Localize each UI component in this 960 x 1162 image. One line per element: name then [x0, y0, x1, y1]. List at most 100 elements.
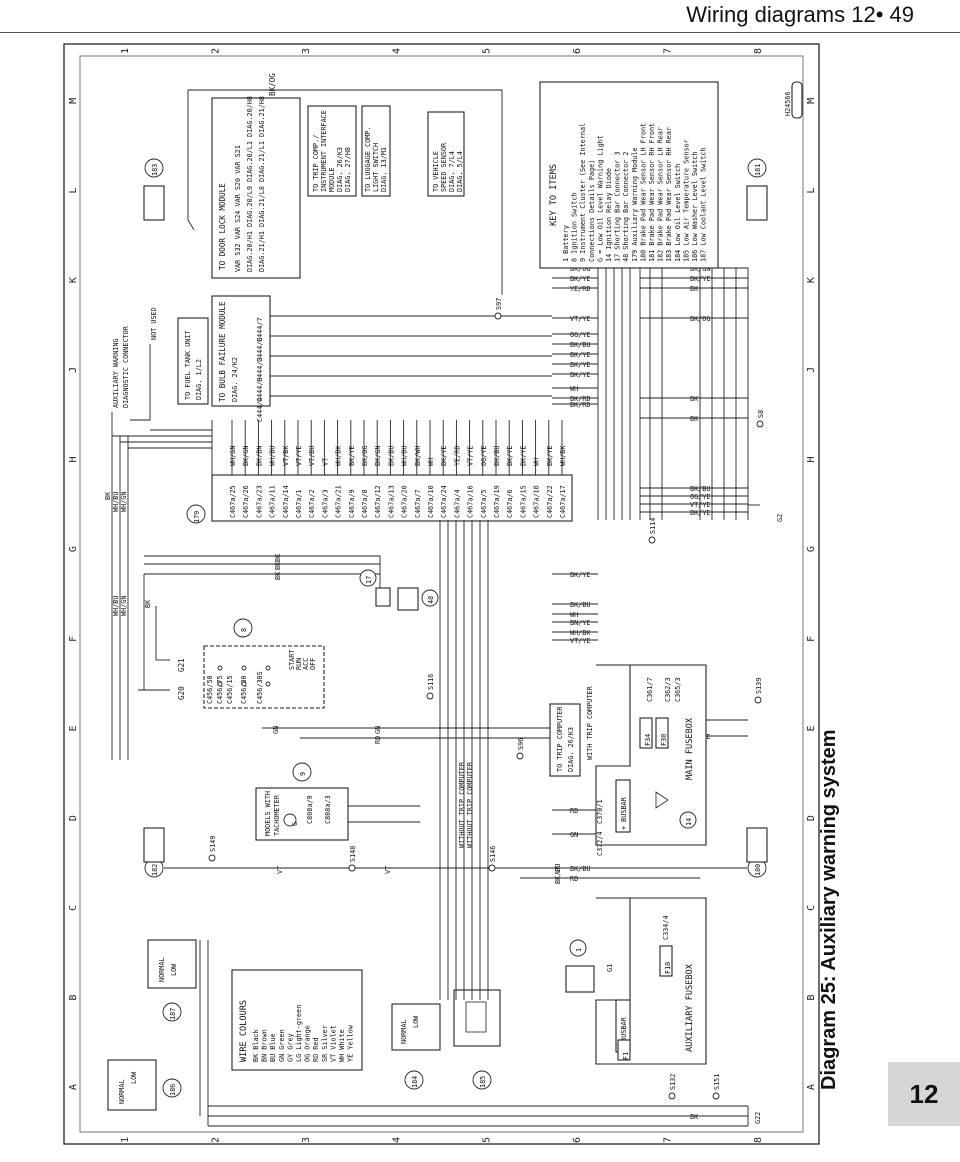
right-wire-label: RD: [570, 875, 578, 883]
wire-colour-item: BK Black: [252, 1029, 260, 1062]
grid-row-label-right: E: [806, 725, 817, 731]
wire-colour-item: VT Violet: [329, 1025, 337, 1062]
ignition-position: START: [288, 650, 296, 670]
right-wire-label: BK/OG: [570, 265, 590, 273]
aux-module-pin: C467a/24: [440, 485, 448, 518]
trip-iface-line: MODULE: [328, 167, 336, 192]
top-bus-wire: BK/OG: [187, 73, 503, 295]
grid-column-label-top: 8: [753, 48, 764, 54]
right-wire-label: VT/YE: [570, 637, 590, 645]
sensor-180-label: 180: [754, 864, 762, 876]
sensor-181: 181: [746, 158, 768, 221]
grid-row-label-left: K: [68, 277, 79, 283]
far-right-wire-label: BK: [690, 415, 699, 423]
main-fusebox-title: MAIN FUSEBOX: [685, 717, 695, 780]
sensor-184-low: LOW: [412, 1015, 420, 1028]
key-item: 183 Brake Pad Wear Sensor RH Rear: [665, 127, 673, 262]
door-lock-ref-2: DIAG.20/H1 DIAG.20/L9 DIAG.20/L1 DIAG.20…: [246, 96, 254, 272]
diode-icon: [655, 791, 669, 809]
aux-module-wire-label: BK/YE: [348, 446, 356, 466]
grid-row-label-right: C: [806, 905, 817, 911]
grid-row-label-right: D: [806, 815, 817, 821]
trip-computer-ref: DIAG. 26/K3: [567, 727, 575, 772]
aux-module-pin: C467a/16: [467, 485, 475, 518]
splice-node: [348, 864, 356, 872]
aux-module-wire-label: WH/BU: [269, 446, 277, 466]
door-lock-ref-1: VAR S32 VAR S24 VAR S20 VAR S21: [234, 145, 242, 272]
splice-node: [208, 854, 216, 862]
grid-row-label-left: J: [68, 367, 79, 373]
right-wire-label: BK/RD: [570, 401, 590, 409]
splice-label: S97: [495, 298, 503, 310]
door-lock-title: TO DOOR LOCK MODULE: [218, 183, 227, 270]
drawing-ref-label: H24566: [784, 91, 792, 116]
aux-fusebox-title: AUXILIARY FUSEBOX: [685, 963, 695, 1052]
bottom-bk-harness: G22: [199, 940, 762, 1127]
ignition-pin: C456/75: [216, 675, 224, 704]
aux-module-wire-label: WH/BK: [559, 445, 567, 466]
luggage-line: DIAG. 13/M1: [380, 147, 388, 192]
splice-label: S132: [669, 1074, 677, 1090]
grid-row-label-right: B: [806, 994, 817, 1000]
right-wire-label: BK/YE: [570, 371, 590, 379]
main-pin-5: C372/4: [596, 831, 604, 856]
shorting-bar-17-label: 17: [365, 576, 373, 584]
trip-iface-line: DIAG. 27/H8: [344, 147, 352, 192]
aux-module-wire-label: BK/BU: [387, 446, 395, 466]
wire-colour-item: WH White: [338, 1029, 346, 1062]
ignition-position: OFF: [309, 658, 317, 670]
bulb-pin: C444/9: [256, 377, 264, 402]
with-trip-computer: WITH TRIP COMPUTER: [586, 685, 594, 760]
right-wire-label: BK/YE: [570, 351, 590, 359]
aux-module-pin: C467a/20: [401, 485, 409, 518]
aux-module-wire-label: BK/OG: [361, 446, 369, 466]
aux-module-pin: C467a/13: [387, 485, 395, 518]
sensor-183: 183: [143, 158, 165, 221]
diag-not-used: NOT USED: [150, 307, 158, 340]
bk-bu-row: VT VT VT BK/BU: [164, 864, 747, 884]
fuse-f10: F10: [664, 962, 672, 974]
aux-module-wire-label: WH: [533, 458, 541, 466]
grid-row-label-right: F: [806, 636, 817, 642]
grid-column-label-top: 6: [572, 48, 583, 54]
splice-node: [754, 696, 762, 704]
ignition-position: ACC: [302, 658, 310, 670]
ground-g20: G20: [138, 574, 186, 700]
right-wire-label: VT/YE: [570, 315, 590, 323]
speed-line: DIAG. 7/L4: [448, 151, 456, 192]
bulb-failure-title: TO BULB FAILURE MODULE: [218, 301, 227, 402]
fuse-f30: F30: [660, 734, 668, 746]
sensor-187-low: LOW: [170, 963, 178, 976]
gn-rd-wires: GN GN RD: [262, 726, 552, 744]
auxiliary-fusebox: AUXILIARY FUSEBOX + BUSBAR F10 F1 C334/4: [595, 897, 707, 1065]
right-wire-label: WH: [570, 611, 578, 619]
instrument-cluster: 9 MODELS WITH TACHOMETER G C808a/9 C808a…: [255, 762, 420, 841]
sensor-187-number: 187: [169, 1008, 177, 1020]
sensor-184-number: 184: [411, 1076, 419, 1088]
fuel-tank-box: TO FUEL TANK UNIT DIAG. 1/L2: [177, 317, 209, 405]
luggage-line: TO LUGGAGE COMP.: [364, 127, 372, 192]
sensor-182-label: 182: [151, 864, 159, 876]
left-wire-label-6: BK: [144, 599, 152, 608]
rd-label: RD: [374, 736, 382, 744]
shorting-bar-48: 48: [397, 587, 439, 611]
aux-module-pin: C467a/2: [308, 489, 316, 518]
right-wire-label: WH/BK: [570, 629, 591, 637]
instrument-pin-2: C808a/3: [324, 795, 332, 824]
main-busbar: + BUSBAR: [620, 796, 628, 830]
section-tab: 12: [888, 1062, 960, 1126]
door-lock-ref-3: DIAG.21/H1 DIAG.21/L8 DIAG.21/L1 DIAG.21…: [258, 96, 266, 272]
grid-column-label-top: 4: [391, 48, 402, 54]
aux-busbar: + BUSBAR: [620, 1016, 628, 1050]
main-pin-1: C361/7: [646, 677, 654, 702]
ignition-pin: C456/15: [226, 675, 234, 704]
grid-column-label-bottom: 7: [662, 1137, 673, 1143]
diagram-inner-frame: [79, 55, 804, 1133]
aux-fuse-pin: C334/4: [662, 915, 670, 940]
splice-node: [668, 1092, 676, 1100]
wire-colours-title: WIRE COLOURS: [239, 1000, 249, 1062]
right-wire-label: BK/BU: [570, 601, 590, 609]
